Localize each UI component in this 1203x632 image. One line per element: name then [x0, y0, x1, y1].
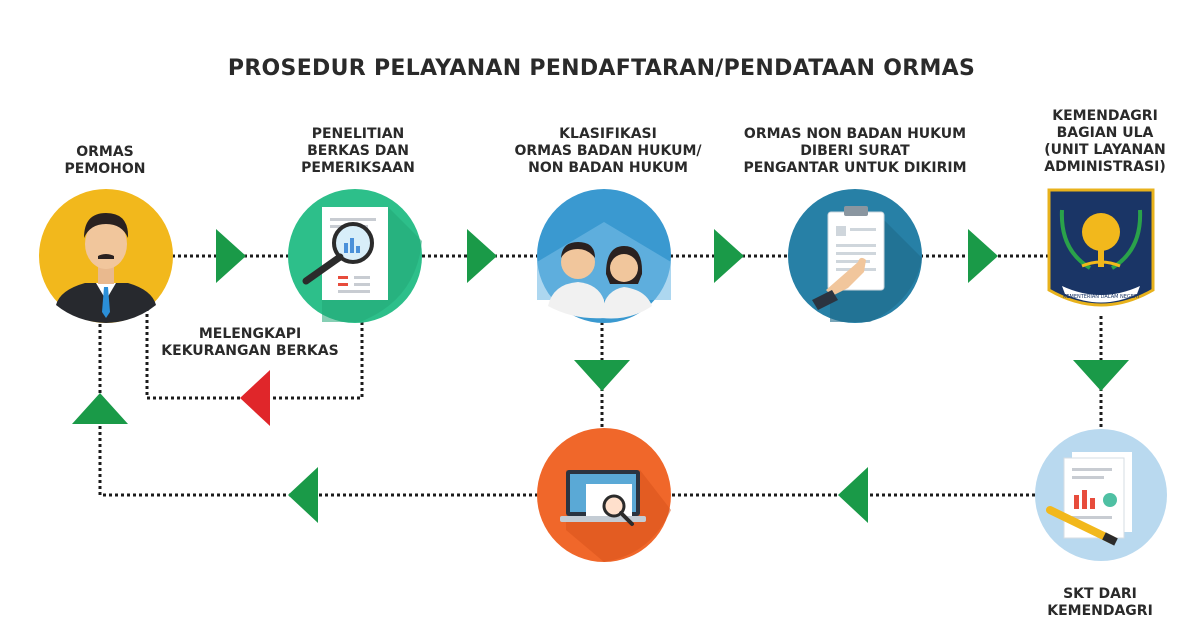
people-icon [537, 189, 671, 323]
flow-arrows [72, 229, 1129, 523]
label-skt-kemendagri: SKT DARI KEMENDAGRI [1047, 586, 1153, 619]
arrow-right-icon [467, 229, 497, 283]
arrow-down-icon [1073, 360, 1129, 391]
label-ormas-non-badan-hukum: ORMAS NON BADAN HUKUM DIBERI SURAT PENGA… [743, 126, 967, 176]
arrow-left-red-icon [240, 370, 270, 426]
arrow-left-icon [838, 467, 868, 523]
dotted-connectors [98, 254, 1103, 497]
monitor-search-icon [537, 428, 671, 562]
ormas-pemohon-icon [39, 189, 173, 323]
document-search-icon [288, 189, 422, 323]
arrow-down-icon [574, 360, 630, 391]
skt-document-icon [1035, 429, 1167, 561]
label-ormas-pemohon: ORMAS PEMOHON [64, 144, 146, 177]
label-kemendagri-ula: KEMENDAGRI BAGIAN ULA (UNIT LAYANAN ADMI… [1044, 108, 1166, 175]
clipboard-icon [788, 189, 922, 323]
arrow-up-icon [72, 393, 128, 424]
arrow-right-icon [216, 229, 246, 283]
label-klasifikasi: KLASIFIKASI ORMAS BADAN HUKUM/ NON BADAN… [514, 126, 702, 176]
kemendagri-emblem-icon: KEMENTERIAN DALAM NEGERI [1047, 188, 1155, 307]
emblem-text: KEMENTERIAN DALAM NEGERI [1063, 294, 1139, 300]
arrow-right-icon [714, 229, 744, 283]
arrow-right-icon [968, 229, 998, 283]
label-melengkapi-kekurangan: MELENGKAPI KEKURANGAN BERKAS [161, 326, 339, 359]
page-title: PROSEDUR PELAYANAN PENDAFTARAN/PENDATAAN… [227, 56, 976, 81]
arrow-left-icon [288, 467, 318, 523]
label-penelitian-berkas: PENELITIAN BERKAS DAN PEMERIKSAAN [301, 126, 415, 176]
